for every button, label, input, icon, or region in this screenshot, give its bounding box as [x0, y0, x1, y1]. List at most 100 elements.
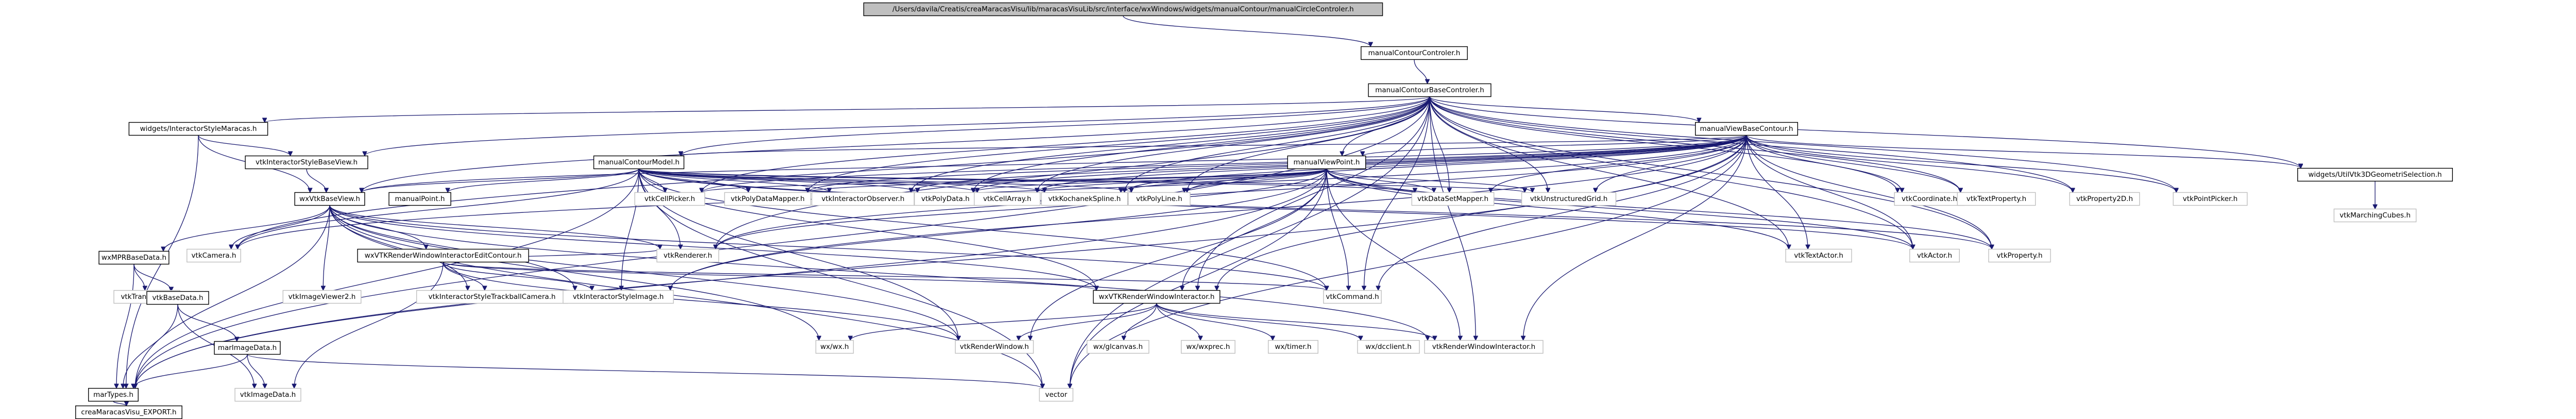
- node-box: [388, 192, 451, 206]
- node-martypes[interactable]: marTypes.h: [88, 388, 139, 402]
- edge-mvp-to-vpl: [1184, 169, 1327, 193]
- node-vbd[interactable]: vtkBaseData.h: [146, 291, 209, 305]
- node-vdsm: vtkDataSetMapper.h: [1411, 192, 1495, 206]
- node-box: [357, 248, 529, 263]
- edge-mcbc-to-wu3d: [1429, 96, 2301, 169]
- node-box: [1268, 340, 1318, 354]
- edge-mcbc-to-vcmd: [1364, 96, 1430, 291]
- node-wu3d[interactable]: widgets/UtilVtk3DGeometriSelection.h: [2297, 167, 2453, 182]
- edge-wxrwi-to-wxdcc: [1156, 303, 1361, 341]
- node-label: vtkRenderWindow.h: [960, 343, 1029, 351]
- node-box: [656, 248, 719, 263]
- node-label: manualContourBaseControler.h: [1375, 86, 1484, 94]
- node-box: [214, 341, 281, 355]
- edge-mvbc-to-vren: [716, 135, 1747, 249]
- edge-mcbc-to-visbv: [365, 96, 1430, 156]
- node-label: wxVTKRenderWindowInteractorEditContour.h: [365, 252, 522, 260]
- node-vta: vtkTextActor.h: [1785, 248, 1852, 263]
- node-box: [634, 192, 705, 206]
- node-vpdm: vtkPolyDataMapper.h: [724, 192, 811, 206]
- node-label: marImageData.h: [218, 344, 277, 352]
- node-mvbc[interactable]: manualViewBaseContour.h: [1695, 122, 1798, 136]
- node-mcbc[interactable]: manualContourBaseControler.h: [1368, 83, 1492, 97]
- edge-mcm-to-martypes: [135, 169, 639, 389]
- node-label: creaMaracasVisu_EXPORT.h: [81, 408, 176, 416]
- node-label: manualContourModel.h: [598, 158, 680, 166]
- node-viv2: vtkImageViewer2.h: [282, 290, 362, 304]
- node-label: wxVtkBaseView.h: [299, 195, 360, 203]
- node-label: vtkInteractorStyleBaseView.h: [256, 158, 358, 166]
- edge-wxrwi-to-wxtimer: [1156, 303, 1273, 341]
- node-box: [282, 290, 362, 304]
- node-vcam: vtkCamera.h: [187, 248, 241, 263]
- edge-mvbc-to-wu3d: [1746, 135, 2301, 169]
- edge-mcm-to-vug: [638, 168, 1525, 193]
- edge-mcbc-to-mvbc: [1429, 96, 1699, 123]
- edge-mvbc-to-vdsm: [1491, 135, 1747, 193]
- node-wxmpr[interactable]: wxMPRBaseData.h: [98, 250, 170, 265]
- edge-mvp-to-vks: [1121, 168, 1327, 193]
- edge-wxrwiec-to-visi: [443, 262, 592, 291]
- edge-mvp-to-vprop: [1326, 169, 1992, 249]
- edge-mvp-to-vca: [1037, 168, 1327, 193]
- node-label: vtkInteractorStyleImage.h: [573, 293, 664, 301]
- node-box: [1093, 290, 1221, 304]
- node-vrw: vtkRenderWindow.h: [955, 340, 1034, 354]
- edge-wxvbv-to-martypes: [135, 205, 330, 389]
- edge-wxvbv-to-vcam: [231, 205, 330, 249]
- edge-vbd-to-mid: [177, 304, 237, 342]
- edge-wxrwiec-to-wxrwi: [443, 261, 1096, 291]
- node-wxrwi[interactable]: wxVTKRenderWindowInteractor.h: [1093, 290, 1221, 304]
- node-cmve[interactable]: creaMaracasVisu_EXPORT.h: [75, 405, 182, 419]
- node-wxdcc: wx/dcclient.h: [1357, 340, 1420, 354]
- node-box: [1909, 248, 1960, 263]
- edge-mcbc-to-vpdm: [808, 96, 1430, 193]
- node-box: [1041, 192, 1128, 206]
- node-box: [187, 248, 241, 263]
- node-wism[interactable]: widgets/InteractorStyleMaracas.h: [128, 122, 268, 136]
- edge-mcm-to-vio: [638, 168, 829, 193]
- node-label: vtkKochanekSpline.h: [1048, 195, 1121, 203]
- node-mcm[interactable]: manualContourModel.h: [593, 155, 685, 170]
- node-mcc[interactable]: manualContourControler.h: [1361, 46, 1468, 60]
- edge-wxvbv-to-vrw: [329, 205, 958, 341]
- edge-wxvbv-to-vren: [329, 205, 660, 249]
- node-label: vtkMarchingCubes.h: [2340, 211, 2411, 220]
- node-mid[interactable]: marImageData.h: [214, 341, 281, 355]
- edge-mvbc-to-mvp: [1363, 135, 1747, 157]
- node-label: vector: [1045, 391, 1067, 399]
- edge-mvbc-to-vta: [1746, 135, 1808, 249]
- edge-wism-to-visbv: [198, 135, 291, 156]
- edge-mvbc-to-vtp: [1746, 135, 1960, 193]
- node-label: vtkInteractorObserver.h: [821, 195, 904, 203]
- node-vp2d: vtkProperty2D.h: [2069, 192, 2140, 206]
- node-label: vtkCommand.h: [1326, 293, 1379, 301]
- node-wxwxprec: wx/wxprec.h: [1181, 340, 1235, 354]
- edge-wxrwi-to-vrwi: [1156, 303, 1435, 341]
- node-label: vtkUnstructuredGrid.h: [1530, 195, 1608, 203]
- edge-mvp-to-visi: [670, 169, 1327, 291]
- node-wxrwiec[interactable]: wxVTKRenderWindowInteractorEditContour.h: [357, 248, 529, 263]
- edge-martypes-to-cmve: [113, 401, 127, 406]
- node-box: [294, 192, 365, 206]
- node-mp[interactable]: manualPoint.h: [388, 192, 451, 206]
- node-box: [245, 155, 368, 170]
- node-box: [234, 388, 301, 402]
- node-box: [1287, 155, 1366, 170]
- edge-mcm-to-vcam: [238, 169, 639, 249]
- node-wxvbv[interactable]: wxVtkBaseView.h: [294, 192, 365, 206]
- node-label: vtkDataSetMapper.h: [1417, 195, 1488, 203]
- node-box: [974, 192, 1041, 206]
- node-box: [1957, 192, 2036, 206]
- node-vpl: vtkPolyLine.h: [1128, 192, 1191, 206]
- node-mvp[interactable]: manualViewPoint.h: [1287, 155, 1366, 170]
- edge-mvp-to-vdsm: [1326, 169, 1434, 193]
- edge-mvbc-to-wxvbv: [362, 135, 1747, 193]
- node-visbv[interactable]: vtkInteractorStyleBaseView.h: [245, 155, 368, 170]
- node-vistc: vtkInteractorStyleTrackballCamera.h: [416, 290, 568, 304]
- edge-mvbc-to-visi: [670, 135, 1747, 291]
- node-label: vtkTextProperty.h: [1967, 195, 2026, 203]
- edge-mcbc-to-vio: [911, 96, 1430, 193]
- node-label: manualPoint.h: [395, 195, 445, 203]
